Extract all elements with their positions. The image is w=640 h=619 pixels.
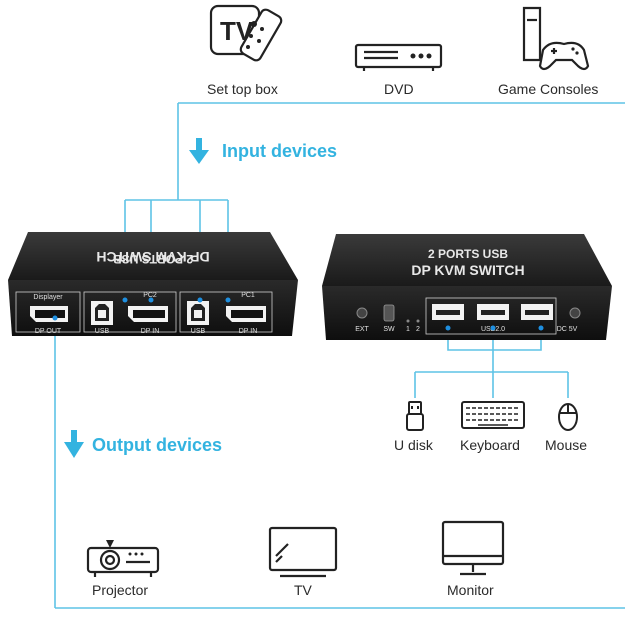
keyboard-icon	[461, 401, 525, 429]
dvd-label: DVD	[384, 81, 414, 97]
led-2-label: 2	[416, 326, 420, 333]
usb-a-port-1	[432, 304, 464, 320]
dp-in-port-pc2	[128, 306, 168, 322]
output-arrow-icon	[64, 430, 84, 458]
game-consoles-label: Game Consoles	[498, 81, 599, 97]
set-top-box-label: Set top box	[207, 81, 278, 97]
sw-label: SW	[383, 326, 395, 333]
usb-a-port-2	[477, 304, 509, 320]
ext-jack	[356, 307, 368, 319]
usb-a-label: USB	[95, 328, 110, 335]
usb-b-port-pc1	[187, 301, 209, 325]
mouse-icon	[558, 403, 578, 431]
dc-label: DC 5V	[557, 326, 578, 333]
output-devices-heading: Output devices	[92, 435, 223, 455]
monitor-icon	[441, 520, 505, 576]
tv-label: TV	[294, 582, 312, 598]
usb-disk-icon	[406, 401, 424, 431]
back-title-line2: DP KVM SWITCH	[96, 249, 209, 265]
port-highlight-dots	[52, 297, 231, 321]
dp-in-b-label: DP IN	[239, 328, 258, 335]
led-2	[416, 319, 420, 323]
dp-out-port	[30, 306, 68, 322]
tv-icon	[268, 526, 338, 578]
dp-in-a-label: DP IN	[141, 328, 160, 335]
usb-b-port-pc2	[91, 301, 113, 325]
pc1-label: PC1	[241, 292, 255, 299]
front-title-line1: 2 PORTS USB	[428, 247, 508, 261]
mouse-label: Mouse	[545, 437, 588, 453]
keyboard-label: Keyboard	[460, 437, 520, 453]
pc2-label: PC2	[143, 292, 157, 299]
displayer-label: Displayer	[33, 294, 63, 301]
projector-label: Projector	[92, 582, 149, 598]
kvm-switch-back-panel: 2 PORTS USB DP KVM SWITCH Displayer DP O…	[8, 232, 298, 336]
game-console-icon	[522, 6, 590, 71]
dc-jack	[569, 307, 581, 319]
u-disk-label: U disk	[394, 437, 433, 453]
led-1	[406, 319, 410, 323]
back-title-line1: 2 PORTS USB	[113, 252, 193, 266]
dp-out-label: DP OUT	[35, 328, 62, 335]
led-1-label: 1	[406, 326, 410, 333]
usb-a-port-3	[521, 304, 553, 320]
projector-icon	[86, 540, 160, 577]
tv-icon-text: TV	[220, 16, 254, 46]
dp-in-port-pc1	[226, 306, 266, 322]
monitor-label: Monitor	[447, 582, 494, 598]
input-devices-heading: Input devices	[222, 141, 338, 161]
front-title-line2: DP KVM SWITCH	[411, 262, 524, 278]
connection-lines	[54, 102, 625, 609]
ext-label: EXT	[355, 326, 369, 333]
input-arrow-icon	[189, 138, 209, 164]
tv-remote-icon	[209, 4, 283, 62]
kvm-switch-front-panel: 2 PORTS USB DP KVM SWITCH EXT SW 1 2 USB…	[322, 234, 612, 340]
dvd-player-icon	[354, 43, 443, 71]
usb-port-group	[425, 297, 557, 335]
usb-b-label: USB	[191, 328, 206, 335]
sw-button	[383, 304, 395, 322]
